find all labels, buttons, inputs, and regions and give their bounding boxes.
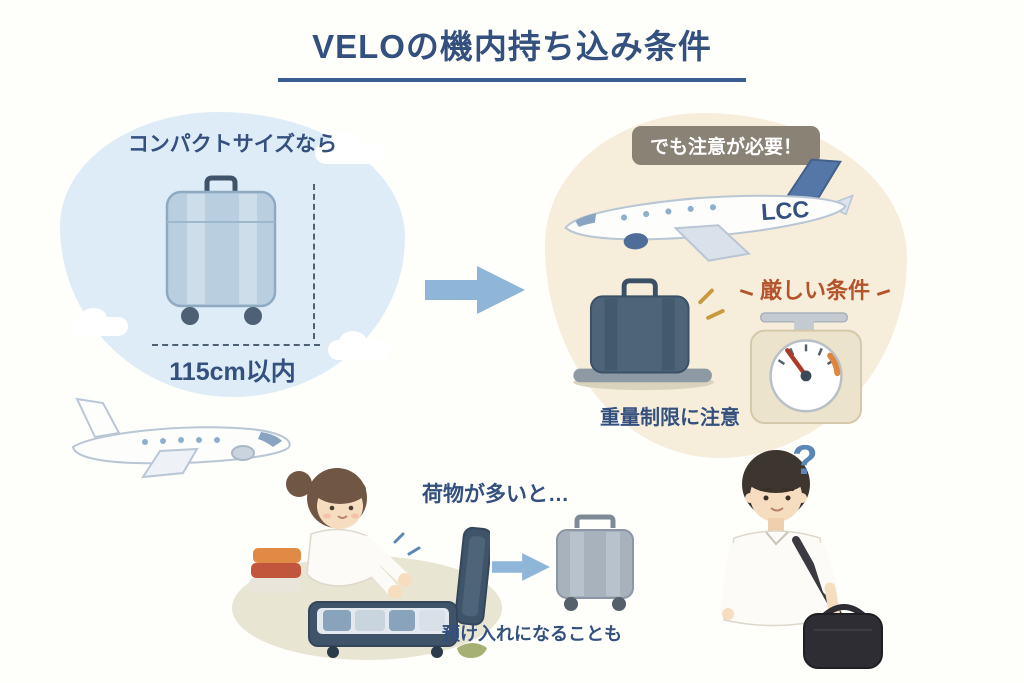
carryon-suitcase-illustration — [165, 175, 277, 325]
scale-illustration — [749, 312, 863, 425]
man-with-bag-illustration — [720, 450, 883, 669]
dash-decoration — [739, 288, 754, 296]
lcc-airplane-icon: LCC — [564, 158, 855, 262]
dash-decoration — [876, 288, 891, 296]
lcc-plane-label: LCC — [760, 196, 810, 225]
cloud-decoration — [328, 331, 390, 360]
title-wrap: VELOの機内持ち込み条件 — [0, 20, 1024, 82]
gray-suitcase-illustration — [556, 514, 634, 611]
small-flow-arrow-icon — [492, 553, 550, 581]
checked-baggage-text: 預け入れになることも — [442, 624, 622, 644]
strict-conditions-label: 厳しい条件 — [759, 278, 870, 303]
cloud-decoration — [315, 132, 385, 164]
warning-badge: でも注意が必要！ — [631, 126, 821, 165]
airplane-icon — [71, 397, 291, 479]
compact-size-panel: コンパクトサイズなら 115cm以内 — [60, 112, 405, 397]
width-measurement-line — [152, 344, 320, 346]
page-title: VELOの機内持ち込み条件 — [278, 20, 746, 82]
height-measurement-line — [313, 184, 315, 339]
weight-limit-text: 重量制限に注意 — [600, 407, 740, 429]
woman-packing-illustration — [249, 468, 490, 658]
caution-panel: でも注意が必要！ LCC 厳しい条件 — [545, 113, 907, 458]
checked-suitcase-illustration — [573, 278, 725, 391]
cloud-decoration — [70, 308, 128, 336]
compact-size-label: コンパクトサイズなら — [127, 133, 338, 156]
question-mark-text: ? — [792, 436, 818, 483]
strict-conditions-text: 厳しい条件 — [730, 273, 900, 305]
flow-arrow-icon — [425, 266, 525, 314]
too-much-luggage-text: 荷物が多いと… — [422, 483, 569, 506]
size-limit-text: 115cm以内 — [169, 358, 296, 386]
